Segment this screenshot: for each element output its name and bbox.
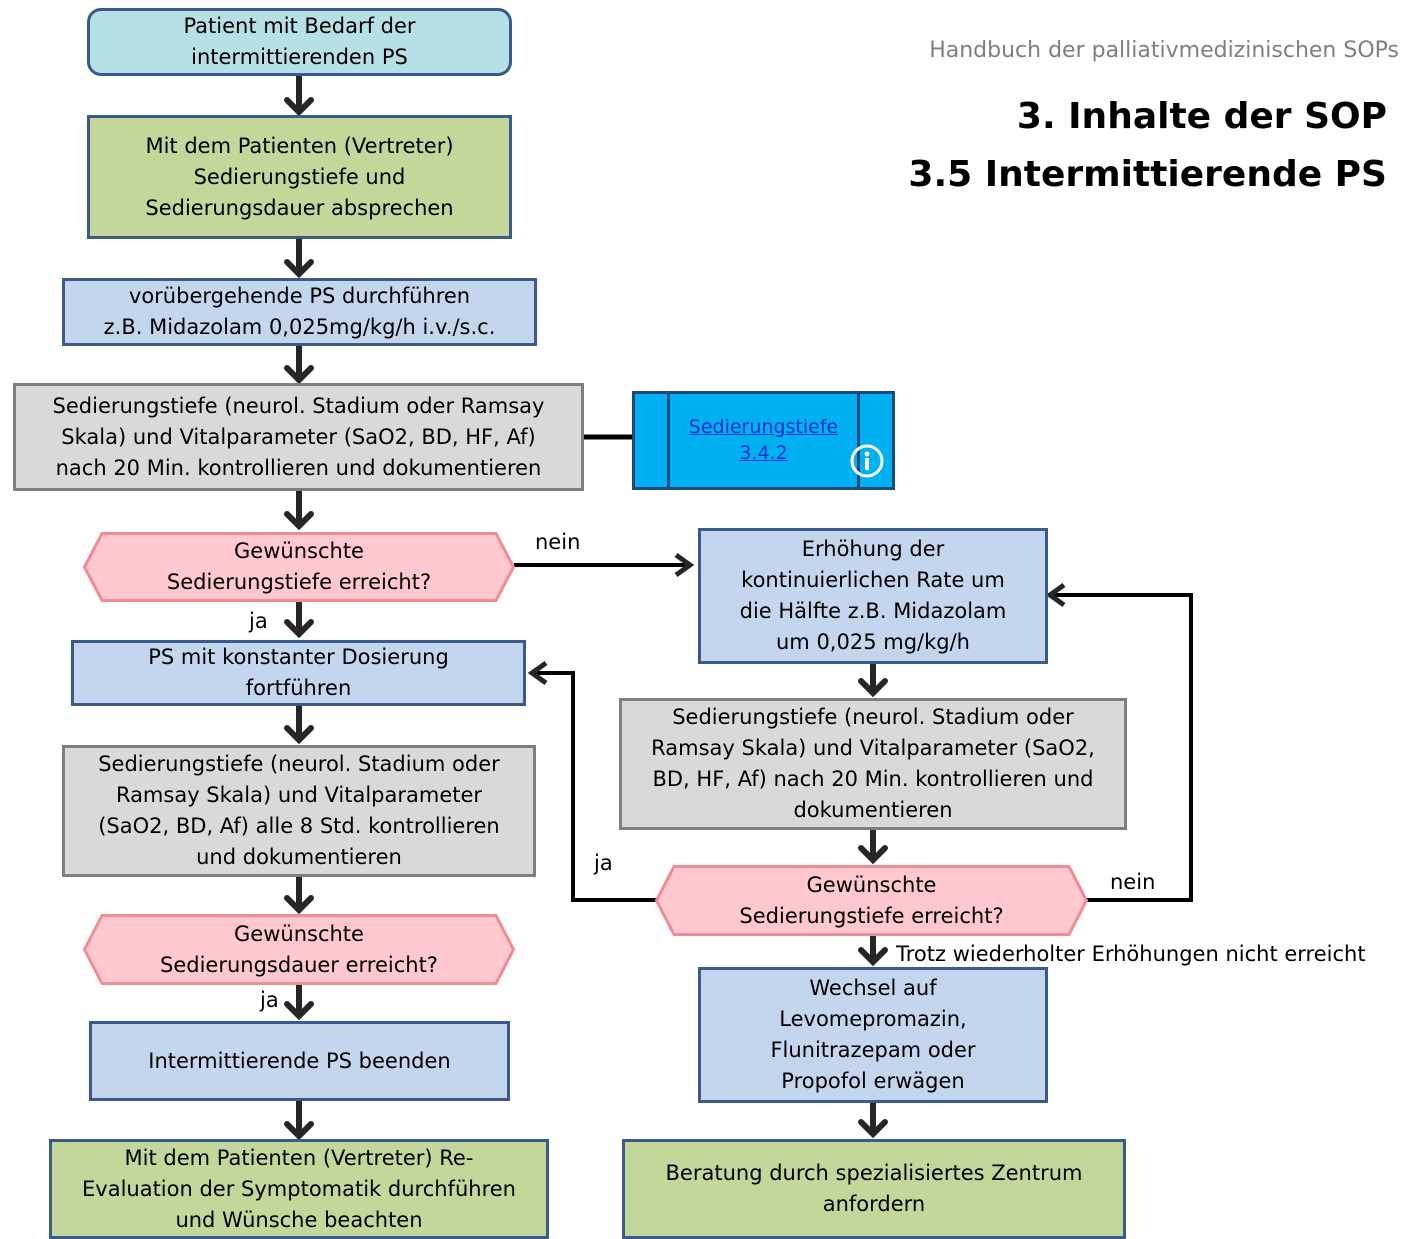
page-subtitle: 3.5 Intermittierende PS — [908, 154, 1387, 195]
arrow-duration-to-endps — [287, 985, 311, 1016]
arrow-decision2-to-switch — [861, 936, 885, 962]
node-start: Patient mit Bedarf der intermittierenden… — [87, 8, 512, 76]
node-consult: Mit dem Patienten (Vertreter) Sedierungs… — [87, 115, 512, 239]
label-ja-2: ja — [594, 851, 613, 875]
arrow-switch-to-center — [861, 1103, 885, 1134]
page-title: 3. Inhalte der SOP — [1016, 96, 1387, 137]
handbook-caption: Handbuch der palliativmedizinischen SOPs — [929, 38, 1399, 63]
arrow-increase-to-check2 — [861, 664, 885, 693]
node-increase-rate: Erhöhung der kontinuierlichen Rate um di… — [698, 528, 1048, 664]
arrow-endps-to-reeval — [287, 1100, 311, 1136]
node-specialist-consult: Beratung durch spezialisiertes Zentrum a… — [622, 1139, 1126, 1239]
node-reevaluation: Mit dem Patienten (Vertreter) Re- Evalua… — [49, 1139, 549, 1239]
reference-box: Sedierungstiefe 3.4.2 — [632, 391, 895, 490]
info-icon[interactable] — [850, 444, 884, 478]
node-check-8h: Sedierungstiefe (neurol. Stadium oder Ra… — [62, 745, 536, 877]
label-ja-3: ja — [260, 988, 279, 1012]
reference-right-bar — [857, 394, 860, 487]
node-check-20min: Sedierungstiefe (neurol. Stadium oder Ra… — [13, 383, 584, 491]
arrow-tempps-to-check1 — [287, 346, 311, 380]
node-end-ps: Intermittierende PS beenden — [89, 1021, 510, 1101]
label-ja-1: ja — [249, 609, 268, 633]
label-nein-2: nein — [1110, 870, 1156, 894]
label-not-reached: Trotz wiederholter Erhöhungen nicht erre… — [896, 942, 1366, 966]
arrow-check1-to-decision1 — [287, 491, 311, 526]
reference-link-sedierungstiefe[interactable]: Sedierungstiefe 3.4.2 — [688, 416, 839, 464]
arrow-decision2-ja-to-constant — [527, 660, 658, 902]
label-nein-1: nein — [535, 530, 581, 554]
arrow-constant-to-check8h — [287, 706, 311, 740]
decision-depth-reached-2: Gewünschte Sedierungstiefe erreicht? — [655, 865, 1088, 936]
arrow-decision1-to-constant — [287, 602, 311, 634]
arrow-check2-to-decision2 — [861, 830, 885, 860]
node-temporary-ps: vorübergehende PS durchführen z.B. Midaz… — [62, 278, 537, 346]
arrow-consult-to-tempps — [287, 238, 311, 274]
decision-duration-reached: Gewünschte Sedierungsdauer erreicht? — [83, 914, 515, 985]
node-switch-medication: Wechsel auf Levomepromazin, Flunitrazepa… — [698, 967, 1048, 1103]
arrow-decision2-nein-to-increase — [1045, 582, 1193, 902]
decision-depth-reached-1: Gewünschte Sedierungstiefe erreicht? — [83, 532, 515, 602]
arrow-check8h-to-duration — [287, 877, 311, 910]
reference-left-bar — [667, 394, 670, 487]
node-check-20min-2: Sedierungstiefe (neurol. Stadium oder Ra… — [619, 698, 1127, 830]
arrow-decision1-nein-to-increase — [514, 552, 695, 578]
arrow-start-to-consult — [287, 76, 311, 112]
node-constant-dose: PS mit konstanter Dosierung fortführen — [71, 640, 526, 706]
